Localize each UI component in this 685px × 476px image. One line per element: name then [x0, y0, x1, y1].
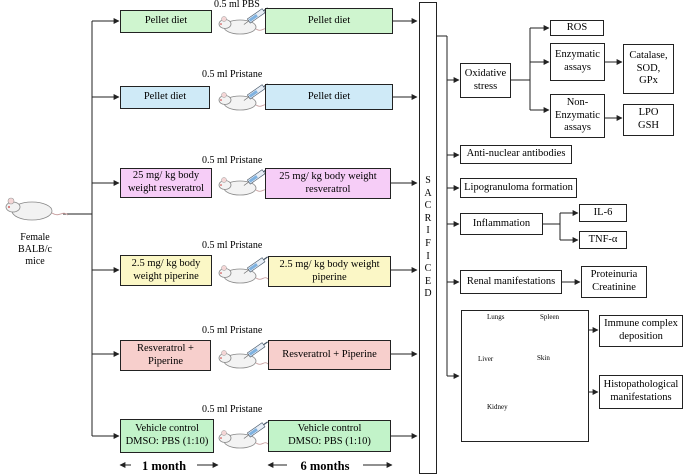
start-mice-label: Female BALB/c mice — [18, 232, 52, 267]
group-1-post-box: Pellet diet — [265, 8, 393, 34]
group-1-pre-box: Pellet diet — [120, 10, 212, 33]
organ-label-kidney: Kidney — [487, 403, 508, 411]
ros-box: ROS — [550, 20, 604, 36]
syringe-mouse-icon — [218, 83, 269, 111]
group-4-pre-box: 2.5 mg/ kg body weight piperine — [120, 255, 212, 286]
group-3-post-box: 25 mg/ kg body weight resveratrol — [265, 168, 391, 199]
renal-manifestations-box: Renal manifestations — [460, 270, 562, 294]
sacrificed-label: S A C R I F I C E D — [424, 175, 432, 300]
organ-label-spleen: Spleen — [540, 313, 560, 321]
sacrificed-column: S A C R I F I C E D — [419, 2, 437, 474]
group-5-pre-box: Resveratrol + Piperine — [120, 340, 211, 371]
organ-label-liver: Liver — [478, 355, 494, 363]
mouse-icon — [5, 197, 69, 221]
syringe-mouse-icon — [218, 7, 269, 35]
histopathology-box: Histopathological manifestations — [599, 375, 683, 409]
enzymatic-assays-box: Enzymatic assays — [550, 43, 605, 81]
group-5-post-box: Resveratrol + Piperine — [268, 340, 391, 370]
group-6-post-box: Vehicle control DMSO: PBS (1:10) — [268, 420, 391, 452]
il6-box: IL-6 — [579, 204, 627, 222]
lipogranuloma-box: Lipogranuloma formation — [460, 178, 577, 198]
group-6-pre-box: Vehicle control DMSO: PBS (1:10) — [120, 419, 214, 453]
enzymatic-items-box: Catalase, SOD, GPx — [623, 44, 674, 94]
duration-6-months: 6 months — [287, 457, 363, 475]
non-enzymatic-items-box: LPO GSH — [623, 104, 674, 136]
syringe-mouse-icon — [218, 168, 269, 196]
organ-label-lungs: Lungs — [487, 313, 505, 321]
organs-panel — [461, 310, 589, 442]
group-2-post-box: Pellet diet — [265, 84, 393, 110]
syringe-mouse-icon — [218, 341, 269, 369]
group-3-pre-box: 25 mg/ kg body weight resveratrol — [120, 168, 212, 198]
syringe-mouse-icon — [218, 256, 269, 284]
duration-1-month: 1 month — [131, 457, 197, 475]
oxidative-stress-box: Oxidative stress — [460, 63, 511, 98]
immune-complex-box: Immune complex deposition — [599, 315, 683, 347]
group-5-injection-label: 0.5 ml Pristane — [202, 325, 263, 336]
group-6-injection-label: 0.5 ml Pristane — [202, 404, 263, 415]
group-4-injection-label: 0.5 ml Pristane — [202, 240, 263, 251]
syringe-mouse-icon — [218, 421, 269, 449]
group-4-post-box: 2.5 mg/ kg body weight piperine — [268, 256, 391, 287]
non-enzymatic-assays-box: Non- Enzymatic assays — [550, 94, 605, 138]
renal-items-box: Proteinuria Creatinine — [581, 266, 647, 298]
group-2-pre-box: Pellet diet — [120, 86, 210, 109]
inflammation-box: Inflammation — [460, 213, 543, 235]
group-1-injection-label: 0.5 ml PBS — [214, 0, 260, 10]
tnf-alpha-box: TNF-α — [579, 231, 627, 249]
group-2-injection-label: 0.5 ml Pristane — [202, 69, 263, 80]
anti-nuclear-antibodies-box: Anti-nuclear antibodies — [460, 145, 572, 164]
organ-label-skin: Skin — [537, 354, 550, 362]
group-3-injection-label: 0.5 ml Pristane — [202, 155, 263, 166]
